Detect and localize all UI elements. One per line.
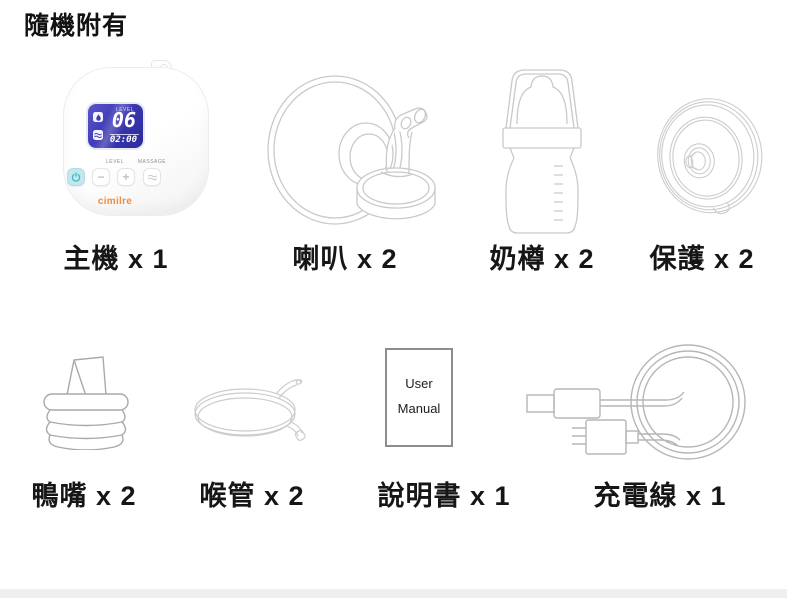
page-title: 隨機附有 xyxy=(24,12,129,40)
caption-bottle: 奶樽 x 2 xyxy=(489,244,595,274)
lcd-timer-value: 02:00 xyxy=(109,135,137,145)
bottom-divider-bar xyxy=(0,589,787,598)
caption-duckbill-valve: 鴨嘴 x 2 xyxy=(31,481,137,511)
tube-illustration xyxy=(194,379,306,442)
flange-illustration xyxy=(267,75,436,225)
caption-tube: 喉管 x 2 xyxy=(199,481,305,511)
level-buttons-label: LEVEL xyxy=(105,159,125,165)
brand-logo: cimilre xyxy=(97,196,133,207)
massage-wave-icon xyxy=(93,130,103,140)
lcd-level-value: 06 xyxy=(111,108,136,132)
massage-button xyxy=(143,168,161,186)
protector-illustration xyxy=(657,98,763,215)
minus-button: − xyxy=(92,168,110,186)
manual-illustration: User Manual xyxy=(385,348,453,447)
main-unit-illustration: LEVEL 06 02:00 LEVEL MASSAGE − + cimilre xyxy=(63,60,209,218)
caption-protector: 保護 x 2 xyxy=(649,244,755,274)
manual-text-line2: Manual xyxy=(397,401,441,416)
bottle-illustration xyxy=(502,69,582,234)
caption-main-unit: 主機 x 1 xyxy=(63,244,169,274)
plus-button: + xyxy=(117,168,135,186)
duckbill-illustration xyxy=(43,356,129,450)
lcd-level-label: LEVEL xyxy=(115,107,134,113)
caption-manual: 說明書 x 1 xyxy=(377,481,511,511)
caption-charging-cable: 充電線 x 1 xyxy=(593,481,727,511)
manual-text-line1: User xyxy=(405,376,433,391)
power-button xyxy=(67,168,85,186)
drop-icon xyxy=(93,112,103,122)
cable-illustration xyxy=(526,344,746,460)
massage-button-label: MASSAGE xyxy=(137,159,167,165)
lcd-screen: LEVEL 06 02:00 xyxy=(88,104,143,148)
caption-flange: 喇叭 x 2 xyxy=(292,244,398,274)
